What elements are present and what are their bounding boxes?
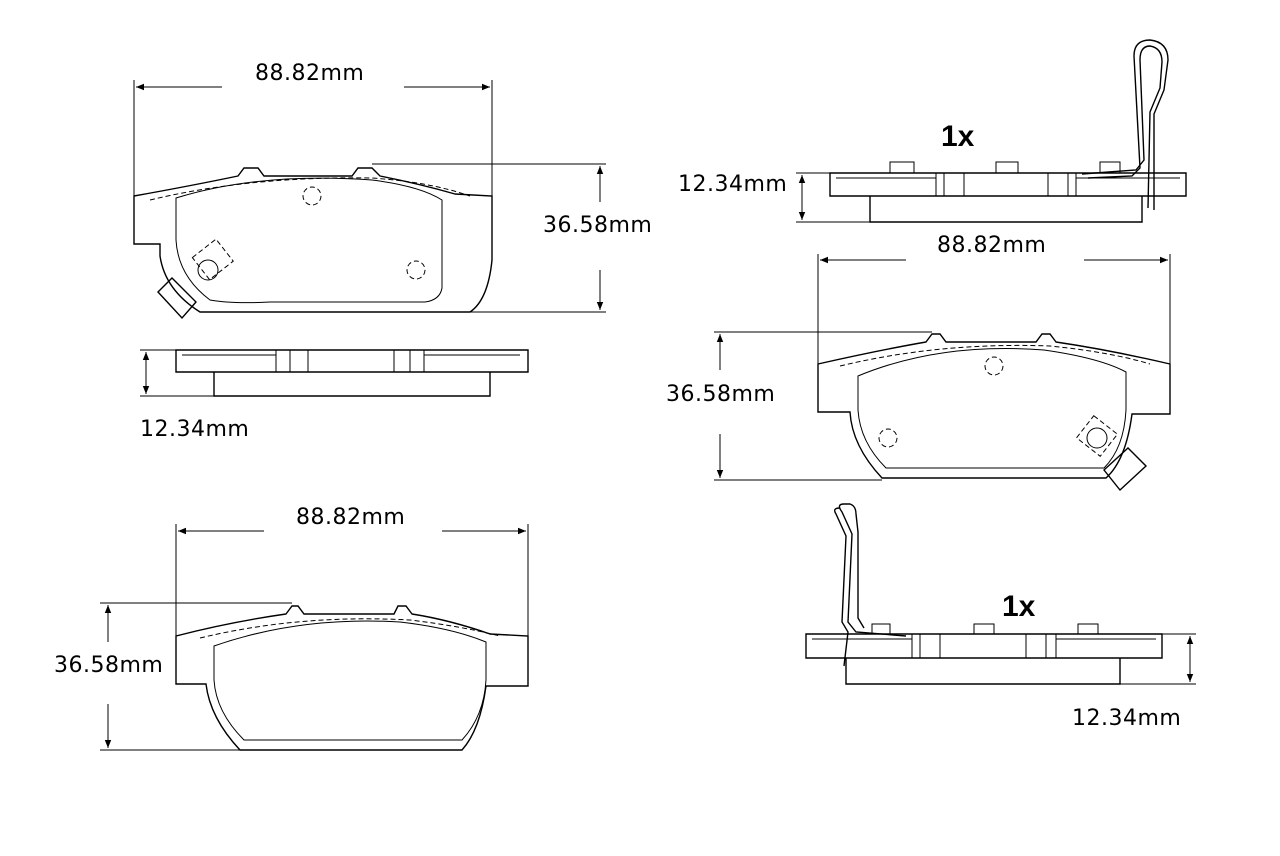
pad-top-right-side [829, 39, 1187, 223]
thickness-label: 12.34mm [678, 172, 787, 197]
dimensions-bottom-right-side: 1x 12.34mm [1002, 590, 1196, 731]
dimensions-bottom-left-front: 88.82mm 36.58mm [54, 505, 529, 751]
height-label: 36.58mm [54, 653, 163, 678]
height-label: 36.58mm [543, 213, 652, 238]
pad-bottom-right-side [805, 503, 1163, 685]
pad-top-left-side [175, 349, 529, 397]
pad-bottom-left-front [175, 605, 529, 751]
width-label: 88.82mm [296, 505, 405, 530]
quantity-label: 1x [941, 120, 975, 153]
dimensions-top-right-side: 1x 12.34mm [678, 120, 975, 223]
dimensions-top-left-side: 12.34mm [140, 349, 249, 442]
pad-right-front [817, 333, 1171, 492]
thickness-label: 12.34mm [1072, 706, 1181, 731]
dimensions-top-left-front: 88.82mm 36.58mm [133, 61, 652, 313]
quantity-label: 1x [1002, 590, 1036, 623]
dimensions-right-front: 88.82mm 36.58mm [666, 233, 1171, 481]
width-label: 88.82mm [255, 61, 364, 86]
pad-top-left-front [133, 167, 493, 320]
thickness-label: 12.34mm [140, 417, 249, 442]
width-label: 88.82mm [937, 233, 1046, 258]
height-label: 36.58mm [666, 382, 775, 407]
